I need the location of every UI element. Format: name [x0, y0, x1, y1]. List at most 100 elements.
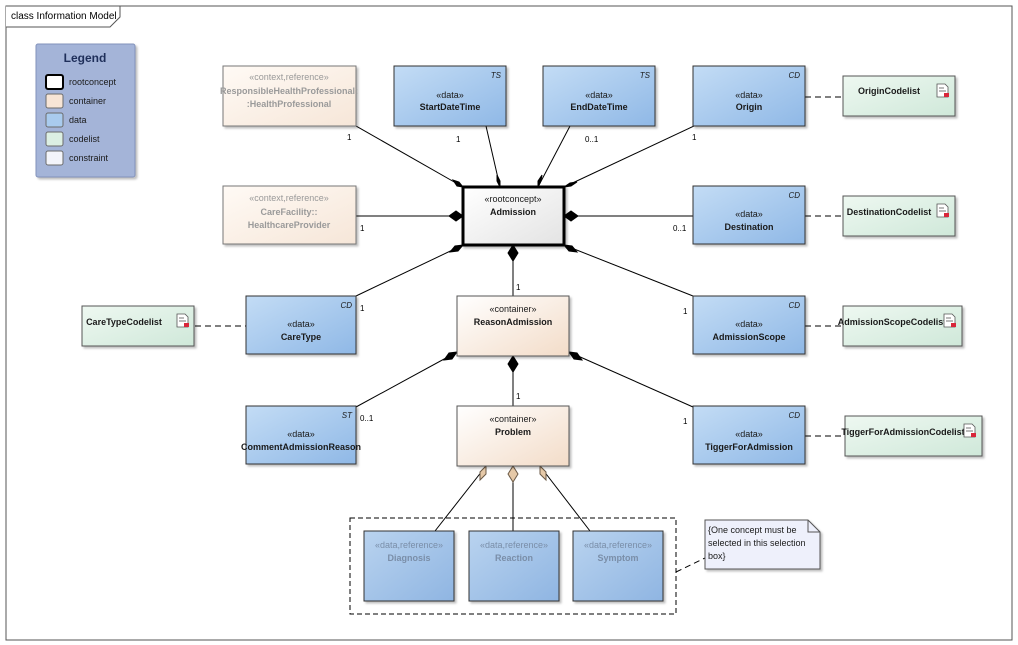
node-name: Symptom — [597, 553, 638, 563]
diamond-responsible — [451, 179, 465, 188]
edge-caretype-admission — [355, 244, 464, 297]
codelist-name: AdmissionScopeCodelist — [838, 317, 947, 327]
node-name: Admission — [490, 207, 536, 217]
node-comment-admission-reason[interactable]: ST «data» CommentAdmissionReason — [241, 405, 361, 465]
node-stereotype: «rootconcept» — [484, 194, 541, 204]
node-origin[interactable]: CD «data» Origin — [692, 65, 806, 127]
diamond-carefacility — [448, 210, 464, 222]
diamond-startdatetime — [496, 174, 501, 188]
edge-comment-reason — [355, 351, 458, 408]
node-stereotype: «container» — [489, 414, 536, 424]
codelist-name: DestinationCodelist — [847, 207, 932, 217]
legend-label-rootconcept: rootconcept — [69, 77, 117, 87]
diamond-scope — [562, 244, 579, 253]
diamond-tigger — [567, 351, 584, 361]
node-name: StartDateTime — [420, 102, 481, 112]
codelist-care-type[interactable]: CareTypeCodelist — [81, 305, 195, 347]
diamond-comment — [442, 351, 459, 361]
node-stereotype: «data» — [585, 90, 613, 100]
legend-swatch-codelist — [45, 131, 64, 147]
node-stereotype: «context,reference» — [249, 193, 329, 203]
node-responsible-health-professional[interactable]: «context,reference» ResponsibleHealthPro… — [220, 65, 358, 127]
node-tigger-for-admission[interactable]: CD «data» TiggerForAdmission — [692, 405, 806, 465]
mult-problem: 1 — [516, 392, 521, 401]
node-datatype: CD — [788, 71, 800, 80]
codelist-admission-scope[interactable]: AdmissionScopeCodelist — [838, 305, 963, 347]
node-stereotype: «context,reference» — [249, 72, 329, 82]
node-diagnosis[interactable]: «data,reference» Diagnosis — [363, 530, 455, 602]
legend-swatch-container — [45, 93, 64, 109]
legend-swatch-constraint — [45, 150, 64, 166]
node-stereotype: «data» — [287, 319, 315, 329]
node-name: Origin — [736, 102, 763, 112]
edge-diagnosis-problem — [434, 465, 487, 532]
mult-origin: 1 — [692, 133, 697, 142]
node-stereotype: «data,reference» — [375, 540, 443, 550]
diamond-reason — [507, 244, 519, 262]
diamond-origin — [563, 181, 578, 188]
edge-tigger-reason — [568, 351, 694, 408]
codelist-destination[interactable]: DestinationCodelist — [842, 195, 956, 237]
diamond-caretype — [448, 244, 465, 253]
node-datatype: CD — [340, 301, 352, 310]
node-name: Reaction — [495, 553, 533, 563]
legend-label-constraint: constraint — [69, 153, 109, 163]
node-start-date-time[interactable]: TS «data» StartDateTime — [393, 65, 507, 127]
node-name: Diagnosis — [387, 553, 430, 563]
legend-title: Legend — [64, 51, 107, 65]
document-icon — [936, 203, 949, 218]
node-datatype: TS — [491, 71, 502, 80]
node-datatype: CD — [788, 411, 800, 420]
node-reason-admission[interactable]: «container» ReasonAdmission — [456, 295, 570, 357]
node-symptom[interactable]: «data,reference» Symptom — [572, 530, 664, 602]
mult-reasonadmission: 1 — [516, 283, 521, 292]
note-line-2: selected in this selection — [708, 538, 806, 548]
node-reaction[interactable]: «data,reference» Reaction — [468, 530, 560, 602]
frame-tab — [6, 5, 121, 28]
legend-label-container: container — [69, 96, 106, 106]
node-stereotype: «data» — [287, 429, 315, 439]
node-name: ResponsibleHealthProfessional: — [220, 86, 358, 96]
node-admission[interactable]: «rootconcept» Admission — [461, 185, 566, 247]
legend-label-data: data — [69, 115, 87, 125]
node-name: TiggerForAdmission — [705, 442, 793, 452]
node-stereotype: «data,reference» — [584, 540, 652, 550]
node-care-facility[interactable]: «context,reference» CareFacility:: Healt… — [222, 185, 357, 245]
mult-tigger: 1 — [683, 417, 688, 426]
node-name: ReasonAdmission — [474, 317, 553, 327]
node-name: CareFacility:: — [260, 207, 317, 217]
note-line-1: {One concept must be — [708, 525, 797, 535]
node-datatype: CD — [788, 191, 800, 200]
node-datatype: TS — [640, 71, 651, 80]
legend-swatch-data — [45, 112, 64, 128]
codelist-tigger-for-admission[interactable]: TiggerForAdmissionCodelist — [841, 415, 983, 457]
node-admission-scope[interactable]: CD «data» AdmissionScope — [692, 295, 806, 355]
node-name: CareType — [281, 332, 321, 342]
node-stereotype: «data» — [735, 429, 763, 439]
frame-title: class Information Model — [11, 11, 117, 22]
mult-destination: 0..1 — [673, 224, 687, 233]
codelist-origin[interactable]: OriginCodelist — [842, 75, 956, 117]
node-name: EndDateTime — [570, 102, 627, 112]
node-name-cont: HealthcareProvider — [248, 220, 331, 230]
edge-scope-admission — [563, 244, 694, 297]
legend: Legend rootconceptcontainerdatacodelistc… — [35, 43, 136, 178]
mult-responsible: 1 — [347, 133, 352, 142]
node-problem[interactable]: «container» Problem — [456, 405, 570, 467]
node-end-date-time[interactable]: TS «data» EndDateTime — [542, 65, 656, 127]
open-diamond-symptom — [539, 464, 547, 482]
edge-enddatetime-admission — [537, 125, 571, 188]
diamond-problem — [507, 355, 519, 373]
node-destination[interactable]: CD «data» Destination — [692, 185, 806, 245]
edge-symptom-problem — [539, 465, 591, 532]
node-name: Destination — [724, 222, 773, 232]
node-name: Problem — [495, 427, 531, 437]
codelist-name: OriginCodelist — [858, 86, 920, 96]
constraint-note[interactable]: {One concept must be selected in this se… — [704, 519, 821, 570]
note-line-3: box} — [708, 551, 726, 561]
node-care-type[interactable]: CD «data» CareType — [245, 295, 357, 355]
node-name: AdmissionScope — [712, 332, 785, 342]
open-diamond-diagnosis — [479, 464, 487, 482]
node-stereotype: «container» — [489, 304, 536, 314]
